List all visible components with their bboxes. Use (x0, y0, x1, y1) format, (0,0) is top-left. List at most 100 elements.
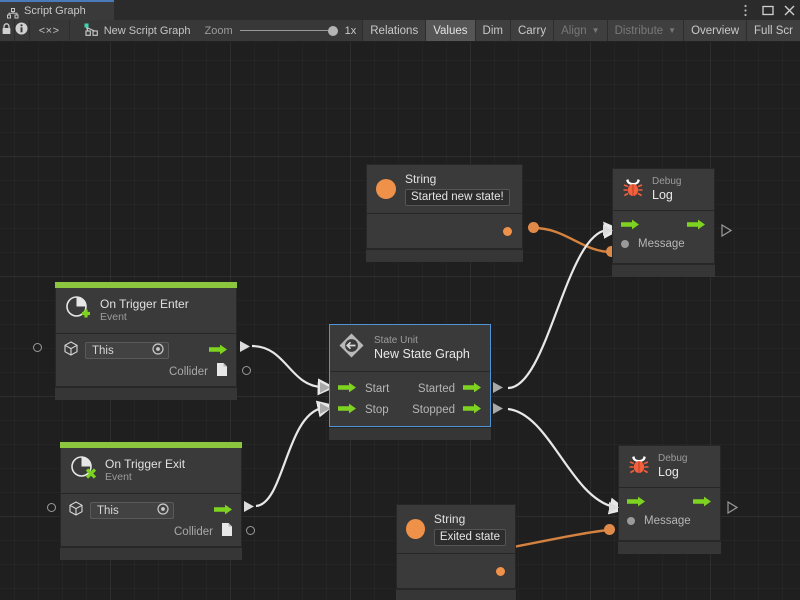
collider-label: Collider (174, 525, 213, 538)
object-picker-icon[interactable] (152, 342, 164, 360)
string-output-port[interactable] (496, 567, 505, 577)
target-port-row: This (64, 340, 228, 361)
toolbar-button-relations[interactable]: Relations (362, 20, 426, 41)
node-debug-log-top-titles: Debug Log (652, 176, 681, 203)
start-connector-icon[interactable] (320, 381, 331, 399)
collider-port-row: Collider (64, 361, 228, 382)
flow-input-connector-icon[interactable] (609, 501, 620, 519)
value-edge-dot-log-top-message[interactable] (606, 246, 617, 257)
flow-input-connector-icon[interactable] (603, 224, 614, 242)
value-edge-dot-log-bottom-message[interactable] (604, 524, 615, 535)
started-connector-icon[interactable] (493, 381, 504, 399)
toolbar-button-values[interactable]: Values (425, 20, 475, 41)
message-input-port[interactable] (621, 240, 629, 248)
string-value-field[interactable]: Started new state! (405, 189, 510, 207)
collider-doc-icon[interactable] (221, 522, 233, 542)
flow-output-arrow-icon[interactable] (687, 217, 706, 235)
node-string-top[interactable]: String Started new state! (366, 164, 523, 263)
node-title: String (433, 512, 466, 526)
node-debug-log-bottom[interactable]: Debug Log (609, 445, 739, 554)
lock-button[interactable] (0, 20, 15, 41)
node-title: Log (652, 188, 673, 203)
start-input-arrow-icon[interactable] (338, 380, 357, 398)
toolbar-button-overview[interactable]: Overview (683, 20, 747, 41)
flow-input-arrow-icon[interactable] (621, 217, 640, 235)
node-state-unit[interactable]: State Unit New State Graph Start (320, 324, 503, 440)
target-input-connector[interactable] (33, 343, 42, 352)
zoom-slider[interactable] (239, 25, 338, 37)
node-on-trigger-exit-body: On Trigger Exit Event (60, 448, 242, 547)
graph-name-field[interactable]: New Script Graph (74, 20, 201, 41)
target-input-connector[interactable] (47, 503, 56, 512)
divider (613, 210, 714, 211)
divider (367, 213, 522, 215)
node-debug-log-bottom-ports: Message (619, 488, 720, 540)
node-string-bottom-titles: String Exited state (433, 512, 506, 547)
message-label: Message (638, 238, 685, 250)
tab-script-graph[interactable]: Script Graph (0, 0, 114, 20)
flow-output-arrow-icon[interactable] (209, 342, 228, 360)
divider (61, 493, 241, 494)
stopped-connector-icon[interactable] (493, 402, 504, 420)
node-subtitle: Debug (658, 453, 688, 465)
flow-output-arrow-icon[interactable] (693, 494, 712, 512)
string-value-field[interactable]: Exited state (433, 529, 506, 547)
flow-output-connector-icon[interactable] (721, 223, 733, 242)
started-output-arrow-icon[interactable] (463, 380, 482, 398)
edge-started-to-log-top (507, 221, 622, 390)
node-string-bottom[interactable]: String Exited state (396, 504, 516, 600)
flow-output-connector-icon[interactable] (240, 340, 251, 358)
toolbar-button-fullscreen[interactable]: Full Scr (746, 20, 800, 41)
stopped-output-arrow-icon[interactable] (463, 401, 482, 419)
flow-output-arrow-icon[interactable] (214, 502, 233, 520)
string-output-port[interactable] (503, 227, 512, 237)
node-string-top-ports (367, 214, 522, 248)
string-orange-dot-icon (406, 519, 425, 540)
info-icon (15, 22, 28, 40)
flow-port-row (627, 496, 712, 510)
message-input-port[interactable] (627, 517, 635, 525)
flow-output-connector-icon[interactable] (244, 500, 255, 518)
target-object-field[interactable]: This (90, 502, 174, 519)
zoom-slider-knob[interactable] (327, 25, 338, 36)
lock-icon (1, 22, 12, 40)
collider-output-connector[interactable] (242, 366, 251, 375)
collider-doc-icon[interactable] (216, 362, 228, 382)
info-button[interactable] (15, 20, 30, 41)
flow-output-connector-icon[interactable] (727, 500, 739, 519)
node-state-unit-body: State Unit New State Graph Start (329, 324, 491, 427)
node-debug-log-top-ports: Message (613, 211, 714, 263)
graph-canvas[interactable]: String Started new state! (0, 42, 800, 600)
window-buttons (739, 0, 796, 20)
value-edge-dot-string-top-out[interactable] (528, 222, 539, 233)
close-button[interactable] (783, 4, 796, 17)
edge-string-top-to-log-message (533, 226, 613, 254)
code-toggle-button[interactable]: <×> (30, 20, 70, 41)
flow-input-arrow-icon[interactable] (627, 494, 646, 512)
collider-output-connector[interactable] (246, 526, 255, 535)
edge-stopped-to-log-bottom (507, 407, 627, 515)
object-picker-icon[interactable] (157, 502, 169, 520)
node-footer (60, 547, 242, 560)
zoom-label: Zoom (204, 24, 233, 37)
more-options-button[interactable] (739, 4, 752, 17)
stop-input-arrow-icon[interactable] (338, 401, 357, 419)
toolbar-button-align-label: Align (561, 24, 587, 37)
node-string-top-titles: String Started new state! (405, 172, 510, 207)
toolbar-button-dim[interactable]: Dim (474, 20, 510, 41)
node-on-trigger-exit[interactable]: On Trigger Exit Event (47, 442, 255, 560)
bug-icon (627, 452, 651, 481)
start-label: Start (365, 382, 390, 395)
node-debug-log-top-header: Debug Log (613, 169, 714, 210)
maximize-button[interactable] (761, 4, 774, 17)
stop-connector-icon[interactable] (320, 402, 331, 420)
script-graph-icon (7, 6, 19, 18)
toolbar-button-align[interactable]: Align ▼ (553, 20, 607, 41)
target-object-field[interactable]: This (85, 342, 169, 359)
toolbar-button-carry[interactable]: Carry (509, 20, 554, 41)
toolbar-button-distribute[interactable]: Distribute ▼ (606, 20, 684, 41)
node-subtitle: Event (105, 471, 132, 484)
node-debug-log-top[interactable]: Debug Log (603, 168, 733, 277)
node-on-trigger-enter-header: On Trigger Enter Event (56, 288, 236, 333)
node-on-trigger-enter[interactable]: On Trigger Enter Event (33, 282, 251, 400)
